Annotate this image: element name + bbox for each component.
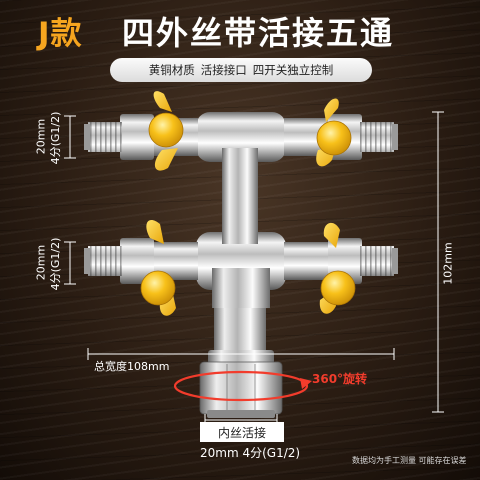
total-width-dimension: 总宽度108mm [94,360,170,373]
dimension-lines [64,111,444,426]
feature-pill: 黄铜材质 活接接口 四开关独立控制 [110,58,372,82]
feature-control: 四开关独立控制 [252,63,334,77]
rotation-label: 360°旋转 [312,372,368,386]
feature-material: 黄铜材质 [148,63,195,77]
inner-union-size: 20mm 4分(G1/2) [200,446,301,460]
model-code: J款 [38,16,83,52]
valve-handle-bottom-left [140,219,176,316]
top-thread-size-line2: 4分(G1/2) [49,111,62,165]
valve-handle-top-right [316,98,352,167]
height-dimension: 102mm [441,242,455,285]
bottom-thread-size-line2: 4分(G1/2) [49,237,62,291]
feature-union: 活接接口 [200,63,247,77]
bottom-thread-size-line1: 20mm [34,244,48,281]
valve-handle-top-left [148,91,184,171]
page-title: 四外丝带活接五通 [122,14,395,52]
measurement-note: 数据均为手工测量 可能存在误差 [352,456,467,465]
valve-handle-bottom-right [319,222,356,314]
title-row: J款 四外丝带活接五通 [0,8,480,54]
top-thread-size-line1: 20mm [34,118,48,155]
inner-union-label: 内丝活接 [200,422,284,442]
rotation-arrow-icon [173,370,312,402]
